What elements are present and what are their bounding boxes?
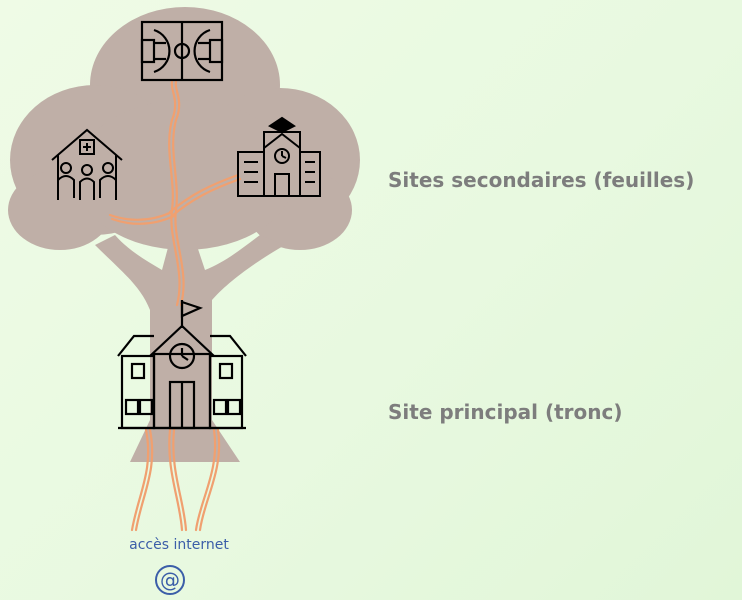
network-cables: [108, 80, 242, 532]
basketball-court-icon: [140, 20, 224, 82]
main-school-icon: [117, 300, 247, 430]
main-site-label: Site principal (tronc): [388, 400, 623, 424]
svg-text:@: @: [160, 568, 180, 592]
tree: [8, 7, 360, 462]
canopy-center: [75, 100, 295, 250]
health-center-icon: [51, 128, 123, 200]
secondary-sites-label: Sites secondaires (feuilles): [388, 168, 695, 192]
at-sign-icon: @: [155, 565, 185, 595]
school-icon: [237, 116, 321, 197]
internet-access-label: accès internet: [129, 537, 229, 553]
